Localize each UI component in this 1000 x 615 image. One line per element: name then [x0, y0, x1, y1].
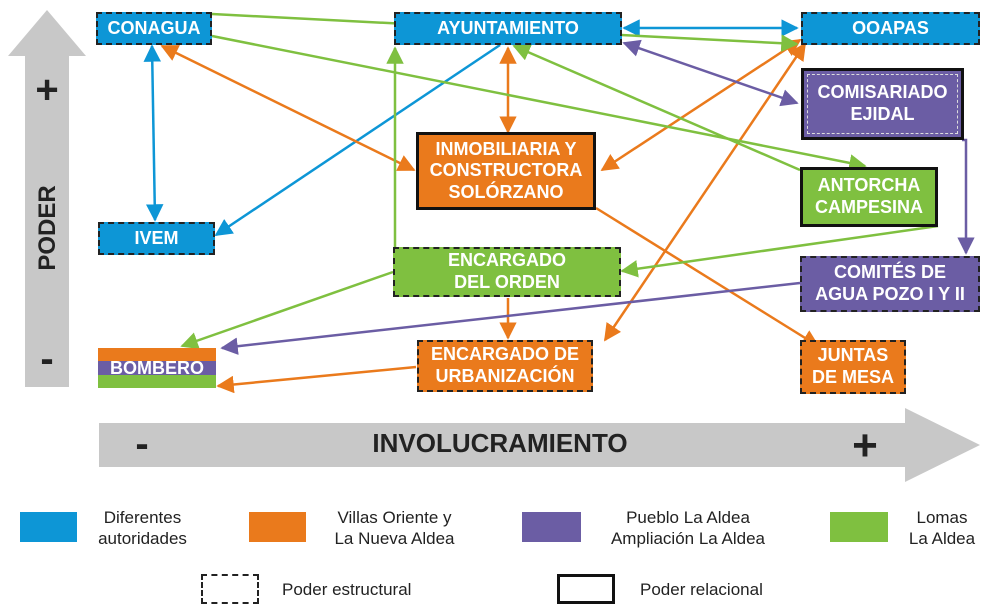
link-comisariado-comites	[957, 138, 975, 255]
link-conagua-inmobiliaria	[160, 44, 416, 172]
node-ayuntamiento: AYUNTAMIENTO	[394, 12, 622, 45]
x-axis-label: INVOLUCRAMIENTO	[372, 428, 627, 458]
x-axis-plus: +	[852, 421, 878, 470]
legend-label-orange: Villas Oriente y La Nueva Aldea	[334, 508, 455, 549]
legend-label-structural: Poder estructural	[282, 580, 412, 599]
node-bombero: BOMBERO	[98, 348, 216, 388]
link-comites-bombero	[220, 281, 801, 355]
legend-swatch-relational	[557, 574, 615, 604]
link-antorcha-ayuntamiento	[512, 44, 801, 172]
legend-label-relational: Poder relacional	[640, 580, 763, 599]
x-axis-arrow	[99, 408, 980, 482]
node-ooapas: OOAPAS	[801, 12, 980, 45]
node-ivem: IVEM	[98, 222, 215, 255]
y-axis-label: PODER	[34, 185, 61, 270]
x-axis-minus: -	[135, 422, 148, 466]
node-encargado-urbanizacion: ENCARGADO DE URBANIZACIÓN	[417, 340, 593, 392]
link-orden-bombero	[180, 270, 394, 350]
link-conagua-antorcha	[211, 34, 867, 172]
node-encargado-orden: ENCARGADO DEL ORDEN	[393, 247, 621, 297]
link-conagua-ivem	[143, 44, 164, 222]
link-antorcha-orden	[620, 224, 939, 278]
link-urbanizacion-bombero	[216, 365, 417, 394]
bombero-stripe-green	[98, 375, 216, 388]
node-comites-agua: COMITÉS DE AGUA POZO I Y II	[800, 256, 980, 312]
bombero-label: BOMBERO	[110, 357, 204, 378]
link-inmobiliaria-juntas	[595, 206, 820, 348]
node-conagua: CONAGUA	[96, 12, 212, 45]
node-antorcha-campesina: ANTORCHA CAMPESINA	[800, 167, 938, 227]
comisariado-label: COMISARIADO EJIDAL	[817, 82, 948, 124]
y-axis-plus: +	[35, 68, 58, 112]
y-axis-minus: -	[40, 337, 53, 381]
legend-swatch-purple	[522, 512, 581, 542]
link-ooapas-urbanizacion	[603, 42, 807, 342]
comisariado-inner-border	[807, 74, 958, 134]
bombero-stripe-purple	[98, 361, 216, 375]
legend-swatch-blue	[20, 512, 77, 542]
node-comisariado-ejidal: COMISARIADO EJIDAL	[801, 68, 964, 140]
y-axis-arrow	[8, 10, 86, 387]
legend-label-purple: Pueblo La Aldea Ampliación La Aldea	[610, 508, 766, 549]
legend-swatch-structural	[201, 574, 259, 604]
link-ooapas-inmobiliaria	[600, 38, 802, 172]
legend-label-blue: Diferentes autoridades	[98, 508, 187, 549]
legend-label-green: Lomas La Aldea	[908, 508, 976, 549]
bombero-stripe-orange	[98, 348, 216, 361]
legend-swatch-green	[830, 512, 888, 542]
legend-swatch-orange	[249, 512, 306, 542]
link-ayuntamiento-comisariado	[622, 39, 799, 107]
node-inmobiliaria: INMOBILIARIA Y CONSTRUCTORA SOLÓRZANO	[416, 132, 596, 210]
node-juntas-mesa: JUNTAS DE MESA	[800, 340, 906, 394]
